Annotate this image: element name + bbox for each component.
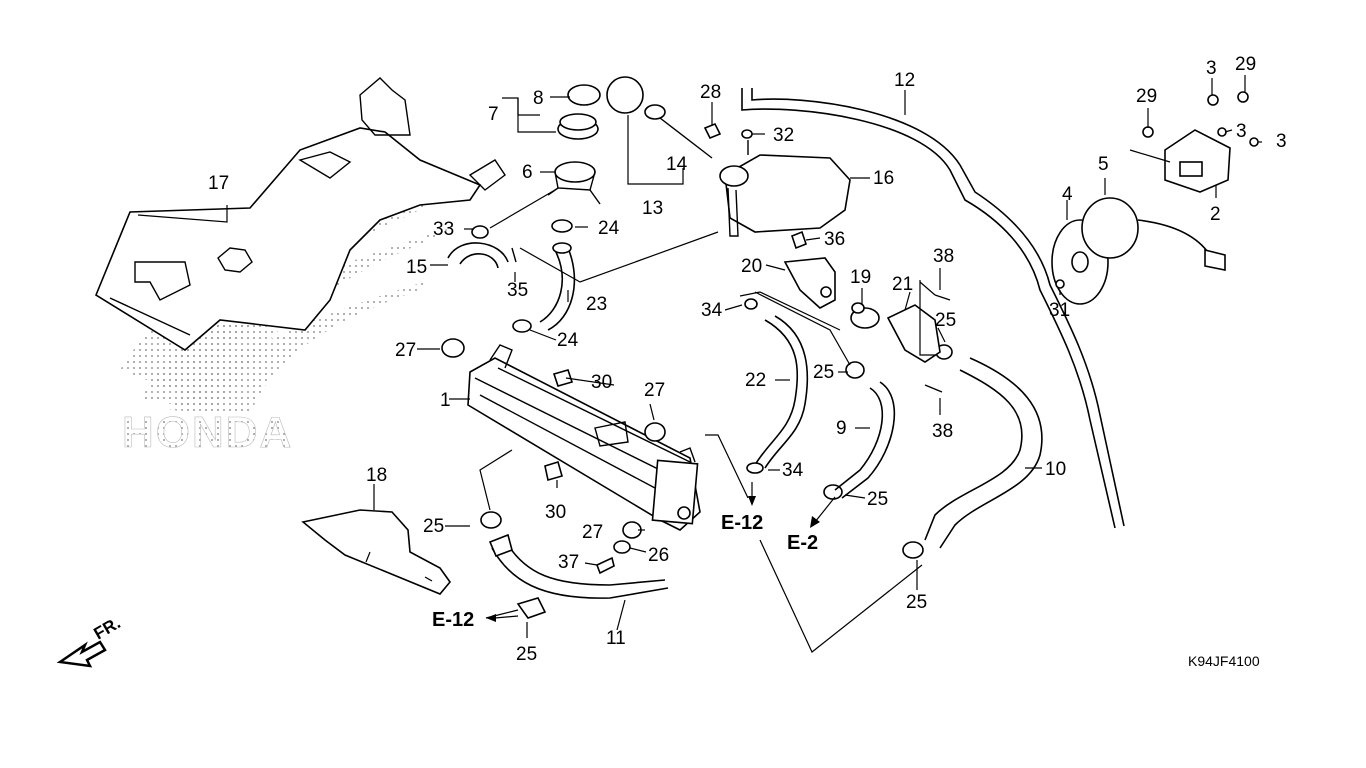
ref-e2: E-2 xyxy=(787,532,818,554)
callout-7: 7 xyxy=(488,104,499,125)
callout-36: 36 xyxy=(824,229,845,250)
callout-33: 33 xyxy=(433,219,454,240)
callout-3a: 3 xyxy=(1206,58,1217,79)
callout-31: 31 xyxy=(1049,300,1070,321)
callout-13: 13 xyxy=(642,198,663,219)
callout-38a: 38 xyxy=(933,246,954,267)
reservoir-cap-13-14 xyxy=(606,76,713,159)
reference-labels: E-12 E-2 E-12 xyxy=(432,512,818,631)
part-16-reservoir xyxy=(719,140,851,237)
shroud-2 xyxy=(1055,91,1259,289)
hoses-15-23 xyxy=(447,242,576,331)
callout-25e: 25 xyxy=(867,489,888,510)
callout-6: 6 xyxy=(522,162,533,183)
callout-1: 1 xyxy=(440,390,451,411)
part-22-hose xyxy=(744,298,809,474)
bolt-28-clip-32 xyxy=(703,122,753,140)
callout-2: 2 xyxy=(1210,204,1221,225)
reference-arrows xyxy=(486,482,836,622)
callout-37: 37 xyxy=(558,552,579,573)
part-12-hose xyxy=(741,88,1125,529)
ref-e12-left: E-12 xyxy=(432,609,474,631)
callout-25d: 25 xyxy=(935,310,956,331)
honda-watermark-text: HONDA xyxy=(122,408,293,457)
fan-motor-4-5 xyxy=(1051,197,1226,305)
callout-26: 26 xyxy=(648,545,669,566)
cover-21 xyxy=(886,294,951,393)
callout-32: 32 xyxy=(773,125,794,146)
callout-25b: 25 xyxy=(516,644,537,665)
diagram-code: K94JF4100 xyxy=(1188,653,1260,669)
callout-3c: 3 xyxy=(1276,131,1287,152)
callout-21: 21 xyxy=(892,274,913,295)
callout-34b: 34 xyxy=(782,460,804,481)
part-11-hose xyxy=(488,533,669,619)
clips-30 xyxy=(544,369,574,482)
callout-17: 17 xyxy=(208,173,229,194)
clamps-24-33-35 xyxy=(471,219,573,333)
part-17-cover xyxy=(95,77,506,351)
callout-10: 10 xyxy=(1045,459,1066,480)
part-10-hose xyxy=(924,357,1043,549)
filler-neck-6 xyxy=(547,161,601,205)
callout-27a: 27 xyxy=(395,340,416,361)
callout-14: 14 xyxy=(666,154,688,175)
callout-labels: 1 2 3 3 3 4 5 6 7 8 9 10 11 12 13 14 15 … xyxy=(208,54,1287,665)
callout-5: 5 xyxy=(1098,154,1109,175)
callout-9: 9 xyxy=(836,418,847,439)
callout-29b: 29 xyxy=(1235,54,1256,75)
callout-27c: 27 xyxy=(582,522,603,543)
front-direction-arrow: FR. xyxy=(56,613,124,668)
callout-15: 15 xyxy=(406,257,427,278)
callout-8: 8 xyxy=(533,88,544,109)
callout-11: 11 xyxy=(606,628,626,649)
leader-lines xyxy=(137,75,1262,653)
fr-label: FR. xyxy=(91,613,124,643)
callout-25c: 25 xyxy=(813,362,834,383)
callout-12: 12 xyxy=(894,70,915,91)
callout-30a: 30 xyxy=(591,372,612,393)
grommets-27 xyxy=(441,338,666,539)
callout-27b: 27 xyxy=(644,380,665,401)
clamps-25 xyxy=(480,344,953,559)
callout-3b: 3 xyxy=(1236,121,1247,142)
callout-16: 16 xyxy=(873,168,894,189)
callout-24a: 24 xyxy=(598,218,620,239)
callout-20: 20 xyxy=(741,256,762,277)
callout-30b: 30 xyxy=(545,502,566,523)
radiator-cap-7-8 xyxy=(557,84,601,140)
callout-25a: 25 xyxy=(423,516,444,537)
callout-24b: 24 xyxy=(557,330,579,351)
thermostat-housing-20 xyxy=(783,230,836,309)
callout-34a: 34 xyxy=(701,300,723,321)
thermostat-19 xyxy=(850,302,880,329)
callout-19: 19 xyxy=(850,267,871,288)
part-1-radiator xyxy=(467,344,701,531)
callout-29a: 29 xyxy=(1136,86,1157,107)
callout-38b: 38 xyxy=(932,421,953,442)
callout-4: 4 xyxy=(1062,184,1073,205)
callout-18: 18 xyxy=(366,465,387,486)
callout-28: 28 xyxy=(700,82,721,103)
collar-26-bolt-37 xyxy=(595,540,631,575)
callout-22: 22 xyxy=(745,370,766,391)
honda-wing-logo: HONDA xyxy=(120,195,460,457)
callout-35: 35 xyxy=(507,280,528,301)
part-9-hose xyxy=(834,381,896,499)
callout-25f: 25 xyxy=(906,592,927,613)
part-18-bracket xyxy=(301,509,452,595)
ref-e12-center: E-12 xyxy=(721,512,763,534)
callout-23: 23 xyxy=(586,294,607,315)
